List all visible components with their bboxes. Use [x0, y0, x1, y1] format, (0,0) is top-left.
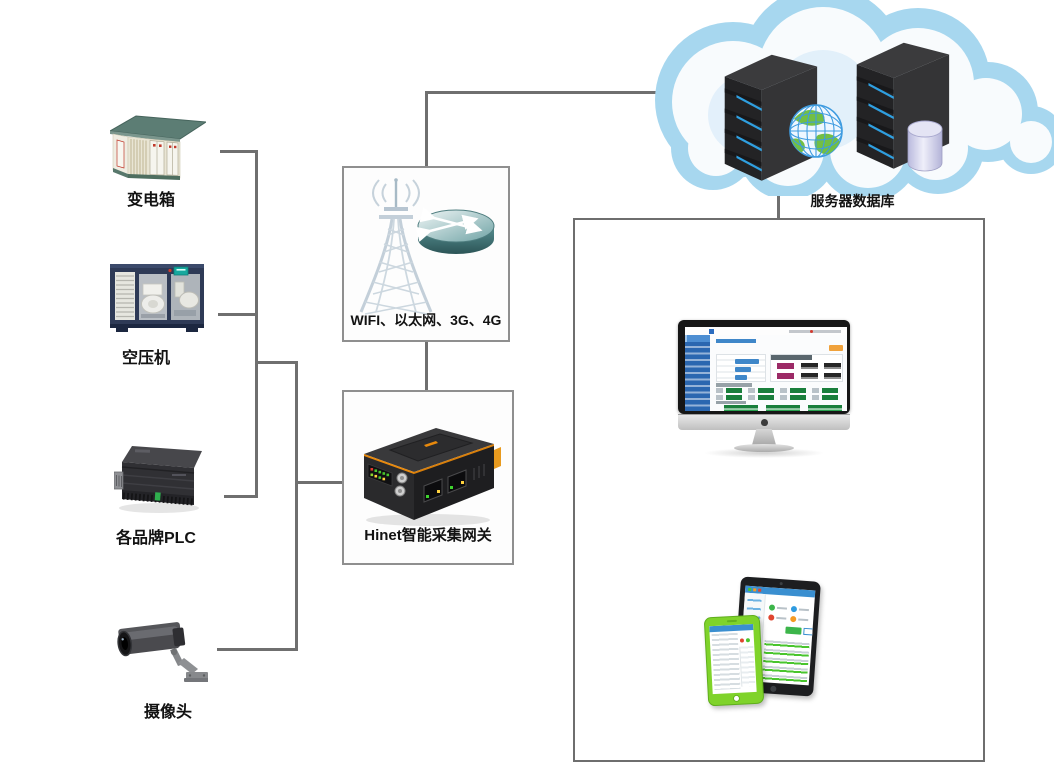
tablet-home-button: [770, 685, 777, 692]
air-compressor-icon: [110, 264, 204, 332]
monitor-shadow: [704, 448, 824, 458]
cctv-camera-icon: [117, 622, 208, 682]
dashboard-alert-dot: [809, 329, 813, 333]
radio-tower-icon: [359, 178, 433, 315]
tablet-outline-button: [803, 627, 816, 636]
compressor-label: 空压机: [121, 350, 170, 367]
dashboard-panel-status: [716, 354, 766, 382]
monitor-bezel: [678, 320, 850, 414]
connector-plc: [224, 495, 258, 498]
gateway-node: Hinet智能采集网关: [342, 390, 514, 565]
dashboard-user-text: [789, 330, 841, 333]
plc-icon: [114, 446, 202, 513]
database-cylinder-icon: [907, 120, 943, 172]
pc-monitor: [676, 318, 852, 468]
phone-app-topbar: [709, 623, 754, 633]
phone-speaker: [726, 619, 737, 623]
globe-icon: [789, 104, 843, 158]
dashboard-sidebar: [685, 335, 710, 411]
dashboard-panel-readings: [770, 354, 843, 382]
phone-app-pane: [739, 645, 756, 687]
tablet-green-button: [785, 626, 802, 635]
plc-label: 各品牌PLC: [115, 530, 196, 547]
dashboard-title: [716, 339, 756, 343]
router-icon: [415, 207, 495, 254]
monitor-screen: [685, 327, 847, 411]
tablet-app-content: [760, 594, 816, 685]
cloud-icon: [655, 0, 1054, 196]
connector-wifi-gateway: [425, 342, 428, 390]
phone-screen: [709, 623, 757, 695]
dashboard-logo: [709, 329, 714, 334]
bus-line-1: [255, 150, 258, 498]
connector-transformer: [220, 150, 257, 153]
monitor-chin: [678, 414, 850, 430]
phone-red-dot: [739, 638, 745, 643]
gateway-label: Hinet智能采集网关: [364, 527, 492, 544]
connector-gateway: [295, 481, 342, 484]
cloud-label: 服务器数据库: [810, 193, 895, 209]
dashboard-panel-groups: [716, 401, 843, 411]
phone-home-button: [732, 694, 740, 703]
dashboard-content: [710, 335, 847, 411]
connector-wifi-cloud: [425, 91, 660, 94]
tablet-data-list: [761, 638, 810, 684]
dashboard-orange-button: [829, 345, 843, 351]
phone-green-dot: [745, 638, 751, 643]
tablet-camera-dot: [779, 582, 783, 586]
connector-wifi-up: [425, 93, 428, 167]
monitor-base: [734, 444, 794, 452]
connector-camera: [217, 648, 297, 651]
apple-logo-icon: [760, 419, 768, 426]
bus-jog: [255, 361, 298, 364]
phone-app-list: [711, 632, 741, 691]
dashboard-sidebar-active-item: [685, 335, 710, 342]
dashboard-panel-values: [716, 383, 843, 401]
transformer-label: 变电箱: [126, 192, 175, 209]
network-label: WIFI、以太网、3G、4G: [350, 312, 502, 328]
phone-device: [703, 614, 765, 707]
connector-compressor: [218, 313, 257, 316]
monitor-stand: [752, 429, 776, 445]
camera-label: 摄像头: [143, 704, 192, 721]
network-node: WIFI、以太网、3G、4G: [342, 166, 510, 342]
transformer-box-icon: [110, 115, 206, 180]
bus-line-2: [295, 361, 298, 651]
gateway-device-icon: [364, 428, 501, 526]
